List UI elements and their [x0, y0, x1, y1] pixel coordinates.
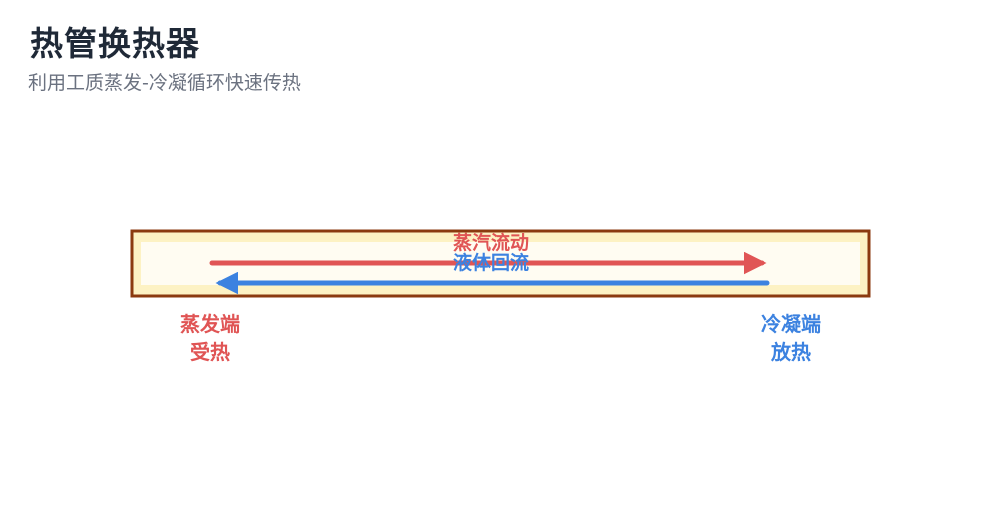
condenser-sublabel: 放热 — [770, 340, 811, 364]
vapor-flow-label: 蒸汽流动 — [453, 231, 529, 254]
page-title: 热管换热器 — [30, 24, 200, 63]
page-subtitle: 利用工质蒸发-冷凝循环快速传热 — [28, 72, 301, 94]
liquid-return-label: 液体回流 — [453, 251, 529, 274]
evaporator-sublabel: 受热 — [190, 340, 230, 364]
condenser-label: 冷凝端 — [761, 312, 821, 336]
evaporator-label: 蒸发端 — [180, 312, 240, 336]
